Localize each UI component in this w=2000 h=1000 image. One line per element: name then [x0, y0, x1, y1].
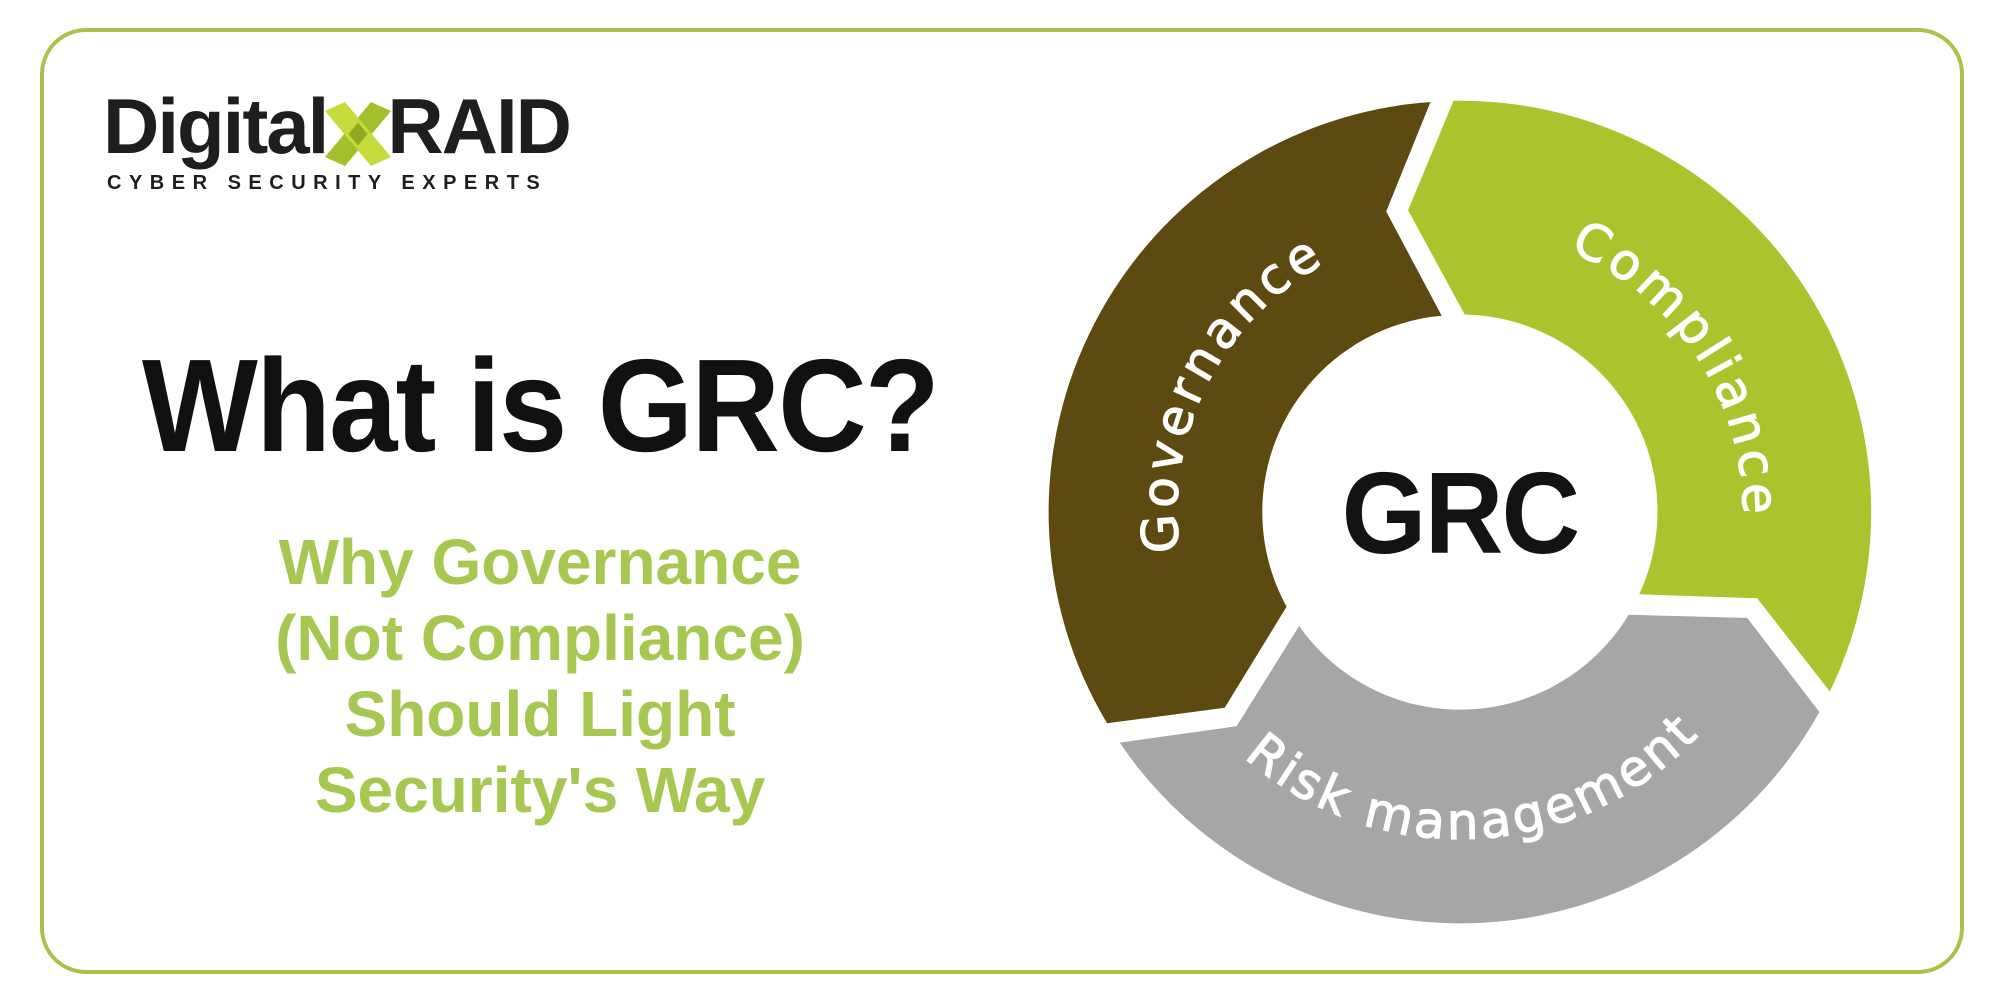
- subtitle-line: Security's Way: [314, 754, 766, 826]
- subtitle-line: (Not Compliance): [275, 602, 805, 674]
- subtitle-line: Why Governance: [278, 526, 802, 598]
- logo-tagline: CYBER SECURITY EXPERTS: [107, 172, 548, 194]
- governance-segment: [1048, 102, 1442, 724]
- page-subtitle: Why Governance(Not Compliance)Should Lig…: [55, 524, 1025, 828]
- logo-x-icon: [325, 102, 392, 166]
- cycle-segments: [1048, 100, 1872, 924]
- grc-center-label: GRC: [1342, 448, 1579, 578]
- subtitle-line: Should Light: [344, 678, 736, 750]
- logo-text-digital: Digital: [103, 82, 329, 170]
- page-title: What is GRC?: [141, 332, 940, 479]
- risk-management-segment: [1119, 614, 1820, 924]
- compliance-segment: [1408, 100, 1872, 692]
- logo-text-raid: RAID: [387, 82, 572, 170]
- x-overlap-diamond: [348, 122, 368, 146]
- digitalxraid-logo: Digital RAID: [103, 82, 572, 170]
